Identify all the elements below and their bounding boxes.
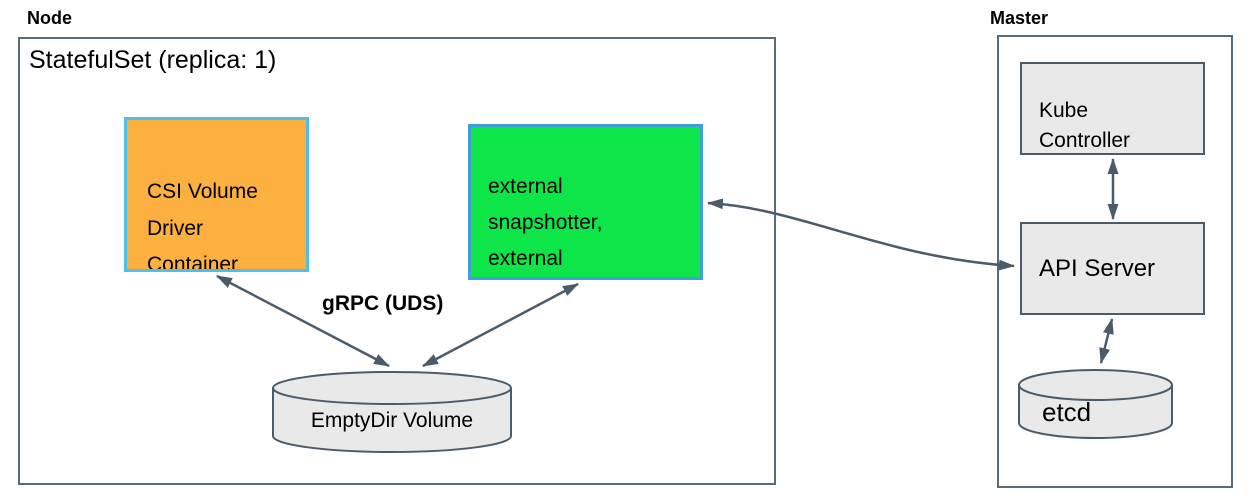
- statefulset-label: StatefulSet (replica: 1): [29, 46, 277, 74]
- external-snapshotter-label: external snapshotter, external provision…: [488, 175, 603, 271]
- api-server-label: API Server: [1039, 254, 1156, 282]
- master-title: Master: [990, 8, 1049, 28]
- etcd-label: etcd: [1042, 397, 1092, 427]
- emptydir-volume-label: EmptyDir Volume: [310, 409, 474, 432]
- kube-controller-manager-label: Kube Controller Manager: [1039, 98, 1131, 152]
- grpc-uds-label: gRPC (UDS): [322, 292, 444, 315]
- csi-volume-driver-box: CSI Volume Driver Container: [124, 117, 309, 272]
- csi-volume-driver-label: CSI Volume Driver Container: [147, 179, 258, 272]
- node-title: Node: [27, 8, 72, 28]
- external-snapshotter-box: external snapshotter, external provision…: [468, 124, 703, 280]
- kube-controller-manager-box: Kube Controller Manager: [1020, 62, 1205, 155]
- api-server-box: API Server: [1020, 222, 1205, 315]
